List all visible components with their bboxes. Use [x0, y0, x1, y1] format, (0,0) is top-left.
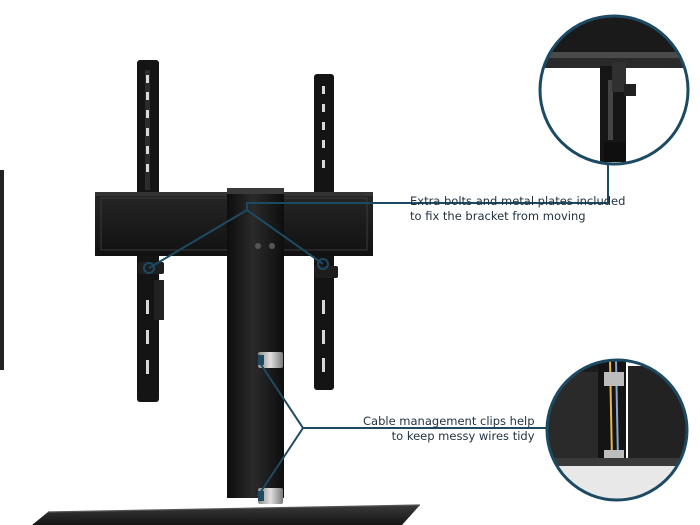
cable-callout-lines [257, 359, 547, 497]
bolt-marker-right [317, 258, 329, 270]
cable-callout: Cable management clips help to keep mess… [363, 414, 535, 444]
cable-detail-inset [545, 358, 689, 502]
cable-clip-lower [258, 488, 283, 504]
bracket-callout-lines [148, 162, 609, 269]
cable-callout-line-1: Cable management clips help [363, 414, 535, 428]
edge-strip [0, 170, 4, 370]
bracket-callout-line-2: to fix the bracket from moving [410, 209, 586, 223]
stand-pole [227, 188, 284, 498]
glass-base [32, 504, 421, 525]
bracket-callout: Extra bolts and metal plates included to… [410, 194, 625, 224]
bolt-marker-left [143, 262, 155, 274]
cable-clip-upper [258, 352, 283, 368]
cable-callout-line-2: to keep messy wires tidy [391, 429, 535, 443]
bracket-callout-line-1: Extra bolts and metal plates included [410, 194, 626, 208]
bracket-detail-inset [538, 14, 690, 166]
